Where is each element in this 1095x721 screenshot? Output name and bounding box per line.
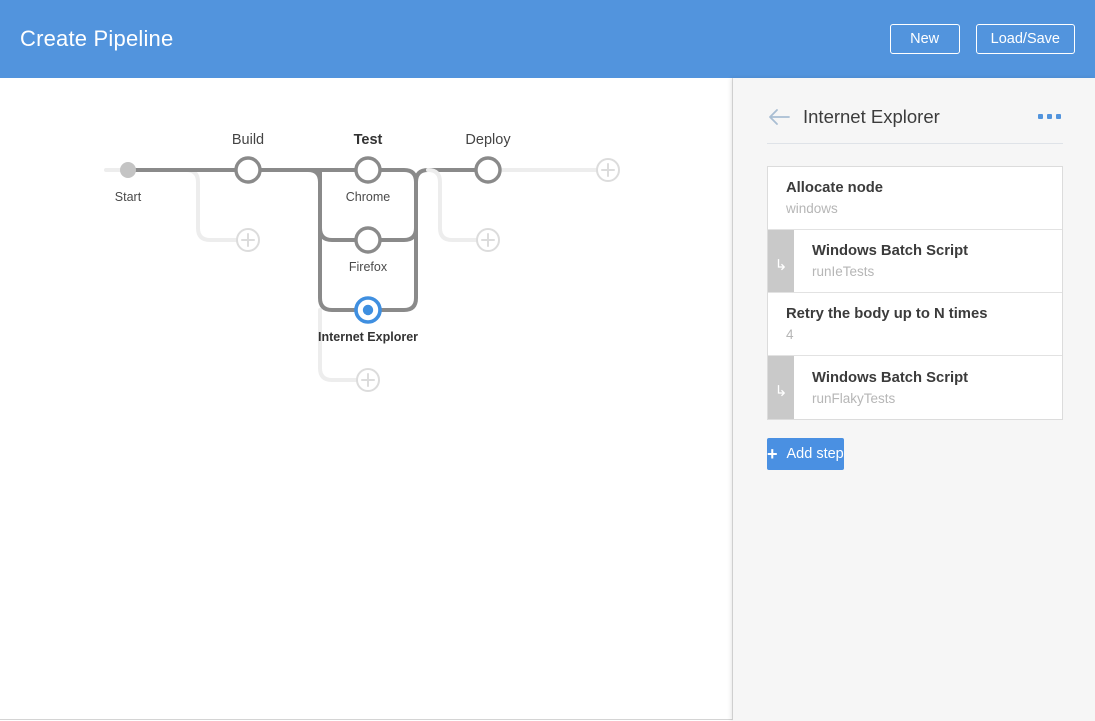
nested-step-indent: ↳ [768, 230, 794, 292]
step-content: Windows Batch Script runFlakyTests [794, 356, 968, 419]
ghost-edge-add-parallel [318, 308, 370, 382]
step-title: Retry the body up to N times [786, 306, 988, 323]
start-label: Start [114, 190, 142, 204]
step-row[interactable]: ↳ Windows Batch Script runIeTests [768, 230, 1062, 293]
stage-node-chrome [354, 156, 382, 184]
step-subtitle: runIeTests [812, 264, 875, 280]
step-content: Allocate node windows [768, 167, 883, 229]
kebab-dot-3 [1056, 114, 1061, 119]
edge-test-branch-ie [318, 168, 370, 312]
step-title: Windows Batch Script [812, 369, 969, 386]
kebab-dot-1 [1038, 114, 1043, 119]
step-content: Windows Batch Script runIeTests [794, 230, 968, 292]
ghost-edge-add-deploy [426, 168, 490, 242]
step-subtitle: runFlakyTests [812, 390, 896, 406]
step-row[interactable]: Retry the body up to N times 4 [768, 293, 1062, 356]
ghost-edge-add-build [104, 168, 244, 242]
step-list: Allocate node windows ↳ Windows Batch Sc… [767, 166, 1063, 420]
back-arrow-icon[interactable] [767, 106, 791, 128]
pipeline-graph [104, 156, 620, 392]
step-subtitle: windows [786, 201, 838, 217]
stage-label-test[interactable]: Test [353, 132, 383, 148]
node-label-firefox[interactable]: Firefox [348, 260, 388, 274]
header-actions: New Load/Save [889, 24, 1075, 54]
add-step-button[interactable]: + Add step [767, 438, 844, 470]
kebab-dot-2 [1047, 114, 1052, 119]
step-title: Windows Batch Script [812, 243, 969, 260]
nested-step-indent: ↳ [768, 356, 794, 419]
panel-title: Internet Explorer [803, 105, 940, 127]
edge-join-chrome [366, 168, 418, 184]
stage-node-internet-explorer-dot [362, 304, 374, 316]
step-row[interactable]: Allocate node windows [768, 167, 1062, 230]
load-save-button[interactable]: Load/Save [975, 24, 1075, 54]
kebab-menu-icon[interactable] [1036, 108, 1063, 125]
stage-label-build[interactable]: Build [231, 132, 265, 148]
stage-node-deploy [474, 156, 502, 184]
stage-node-firefox [354, 226, 382, 254]
edge-test-spine-top [306, 168, 322, 184]
pipeline-canvas[interactable]: Build Test Deploy Start Chrome Firefox I… [0, 78, 733, 720]
page-title: Create Pipeline [20, 26, 174, 51]
step-content: Retry the body up to N times 4 [768, 293, 987, 355]
panel-header: Internet Explorer [767, 98, 1063, 144]
new-button[interactable]: New [889, 24, 960, 54]
step-row[interactable]: ↳ Windows Batch Script runFlakyTests [768, 356, 1062, 419]
add-step-label: Add step [786, 446, 844, 462]
step-editor-panel: Internet Explorer Allocate node windows … [733, 78, 1095, 721]
edge-join-ie-to-deploy [366, 168, 490, 312]
step-title: Allocate node [786, 180, 884, 197]
app-header: Create Pipeline New Load/Save [0, 0, 1095, 78]
node-label-internet-explorer[interactable]: Internet Explorer [317, 330, 419, 344]
stage-label-deploy[interactable]: Deploy [465, 132, 511, 148]
nested-arrow-icon: ↳ [774, 256, 788, 274]
plus-icon: + [767, 444, 778, 464]
node-label-chrome[interactable]: Chrome [345, 190, 391, 204]
edge-join-firefox [366, 226, 418, 242]
edge-test-branch-firefox [318, 226, 370, 242]
step-subtitle: 4 [786, 327, 794, 343]
stage-node-build [234, 156, 262, 184]
start-node [120, 162, 136, 178]
nested-arrow-icon: ↳ [774, 383, 788, 400]
